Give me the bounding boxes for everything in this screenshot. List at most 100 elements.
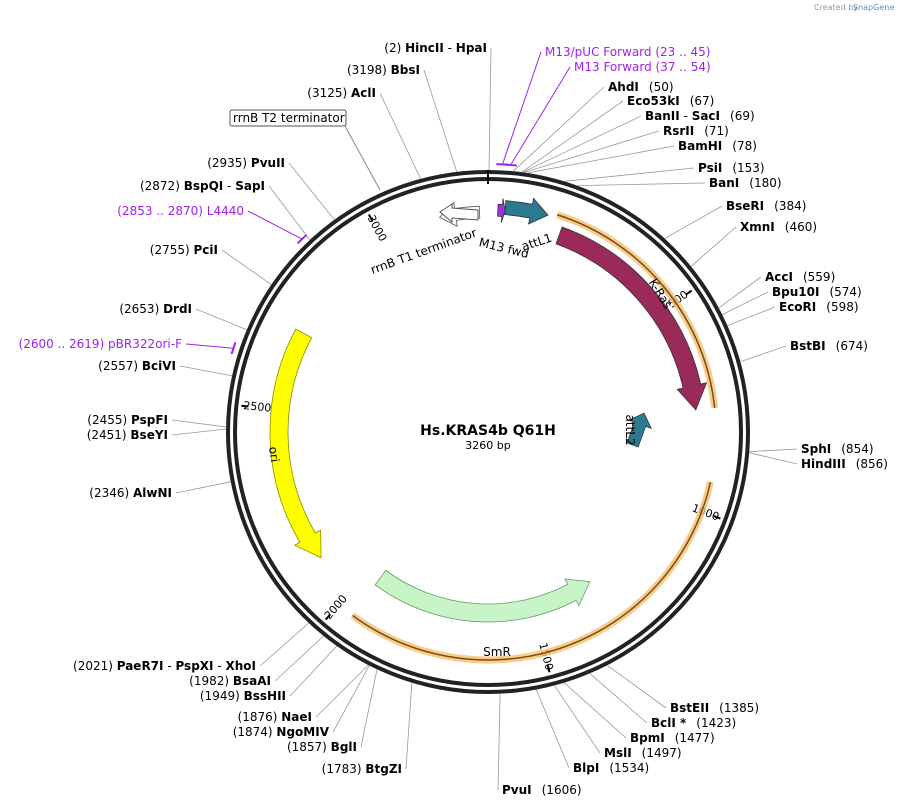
enzyme-label-bseyi: (2451) BseYI xyxy=(87,428,168,442)
enzyme-label-pcii: (2755) PciI xyxy=(150,243,218,257)
enzyme-site-bbsi: (3198) BbsI xyxy=(347,63,458,172)
enzyme-site-bsteii: BstEII(1385) xyxy=(606,665,759,715)
tick-label-2000: 2000 xyxy=(322,592,350,622)
enzyme-site-msli: MslI(1497) xyxy=(554,685,682,760)
enzyme-leader-ngomiv xyxy=(332,665,370,733)
enzyme-leader-pcii xyxy=(221,249,272,285)
enzyme-leader-sphi xyxy=(749,448,798,453)
orf-line-2 xyxy=(352,481,712,661)
enzyme-label-xmni: XmnI(460) xyxy=(740,220,817,234)
enzyme-leader-hincii xyxy=(488,47,492,171)
enzyme-leader-pvuii xyxy=(288,162,335,220)
feature-k-ras xyxy=(555,226,708,411)
enzyme-site-pcii: (2755) PciI xyxy=(150,243,272,285)
primer-pbr322ori-f: (2600 .. 2619) pBR322ori-F xyxy=(19,337,237,355)
orf-line-1 xyxy=(556,214,716,408)
enzyme-leader-pvui xyxy=(497,693,501,791)
enzyme-label-sphi: SphI(854) xyxy=(801,442,874,456)
tick-mark-1500 xyxy=(546,665,551,673)
enzyme-leader-pspfi xyxy=(171,419,227,428)
enzyme-label-banii: BanII - SacI(69) xyxy=(645,109,755,123)
enzyme-site-bcli: BclI *(1423) xyxy=(589,673,736,730)
enzyme-label-bbsi: (3198) BbsI xyxy=(347,63,420,77)
enzyme-site-bsshii: (1949) BssHII xyxy=(200,645,338,703)
enzyme-label-alwni: (2346) AlwNI xyxy=(89,486,172,500)
enzyme-label-bgli: (1857) BglI xyxy=(287,740,357,754)
feature-label-attl2: attL2 xyxy=(623,414,637,445)
tick-label-2500: 2500 xyxy=(243,399,272,415)
feature-terminator-outline xyxy=(439,203,479,224)
enzyme-leader-bseri xyxy=(664,205,723,239)
feature-attl2 xyxy=(626,412,652,448)
map-length: 3260 bp xyxy=(465,439,510,452)
rrnb-t2-box xyxy=(229,109,347,127)
enzyme-label-bstbi: BstBI(674) xyxy=(790,339,868,353)
enzyme-label-msli: MslI(1497) xyxy=(604,746,682,760)
orf-arcs xyxy=(350,211,719,664)
enzyme-site-sphi: SphI(854) xyxy=(749,442,874,456)
feature-ori xyxy=(269,328,322,559)
enzyme-leader-hindiii xyxy=(749,452,798,465)
enzyme-site-bseri: BseRI(384) xyxy=(664,199,806,239)
enzyme-site-pspfi: (2455) PspFI xyxy=(87,413,227,428)
enzyme-leader-bcli xyxy=(589,673,648,724)
primer-leader-l4440 xyxy=(247,210,303,240)
enzyme-label-bcivi: (2557) BciVI xyxy=(98,359,176,373)
tick-mark-2500 xyxy=(241,404,249,408)
enzyme-site-ecori: EcoRI(598) xyxy=(727,300,859,326)
enzyme-site-bamhi: BamHI(78) xyxy=(527,139,757,174)
enzyme-label-drdi: (2653) DrdI xyxy=(119,302,192,316)
primer-mark-pbr322ori-f xyxy=(230,342,237,355)
primer-m13-puc-forward: M13/pUC Forward (23 .. 45) xyxy=(496,45,711,166)
enzyme-label-bamhi: BamHI(78) xyxy=(678,139,757,153)
enzyme-leader-btgzi xyxy=(405,682,413,770)
tick-mark-3000 xyxy=(367,214,374,222)
enzyme-site-banii: BanII - SacI(69) xyxy=(522,109,755,173)
feature-label-smr: SmR xyxy=(483,645,511,659)
primer-label-m13-forward: M13 Forward (37 .. 54) xyxy=(574,60,711,74)
enzyme-site-hincii: (2) HincII - HpaI xyxy=(384,41,492,171)
primer-m13-forward: M13 Forward (37 .. 54) xyxy=(504,60,711,167)
primer-mark-m13-forward xyxy=(504,163,517,167)
enzyme-label-ahdi: AhdI(50) xyxy=(608,80,674,94)
enzyme-leader-bani xyxy=(577,182,706,187)
enzyme-leader-bpmi xyxy=(563,682,627,739)
primer-label-l4440: (2853 .. 2870) L4440 xyxy=(117,204,244,218)
enzyme-leader-bcivi xyxy=(179,365,233,377)
enzyme-site-alwni: (2346) AlwNI xyxy=(89,481,231,500)
rrnb-t2-label: rrnB T2 terminator xyxy=(233,111,345,125)
tick-label-3000: 3000 xyxy=(365,213,390,244)
enzyme-site-hindiii: HindIII(856) xyxy=(749,452,888,471)
primer-mark-l4440 xyxy=(296,234,308,245)
credit-text: Created by xyxy=(814,3,858,12)
enzyme-leader-bseyi xyxy=(171,428,227,436)
enzyme-label-psii: PsiI(153) xyxy=(698,161,765,175)
enzyme-leader-bspqi xyxy=(268,185,311,241)
primer-l4440: (2853 .. 2870) L4440 xyxy=(117,204,308,245)
enzyme-site-bstbi: BstBI(674) xyxy=(740,339,868,363)
enzyme-site-bani: BanI(180) xyxy=(577,176,782,190)
enzyme-leader-acci xyxy=(718,276,762,309)
enzyme-site-bsaai: (1982) BsaAI xyxy=(189,635,324,688)
enzyme-site-bspqi: (2872) BspQI - SapI xyxy=(140,179,311,241)
enzyme-label-btgzi: (1783) BtgZI xyxy=(322,762,402,776)
enzyme-site-bgli: (1857) BglI xyxy=(287,669,378,754)
enzyme-label-bani: BanI(180) xyxy=(709,176,782,190)
enzyme-label-ngomiv: (1874) NgoMIV xyxy=(233,725,330,739)
enzyme-label-bspqi: (2872) BspQI - SapI xyxy=(140,179,265,193)
enzyme-label-bcli: BclI *(1423) xyxy=(651,716,736,730)
enzyme-leader-rsrii xyxy=(523,130,660,173)
enzyme-label-blpi: BlpI(1534) xyxy=(573,761,649,775)
enzyme-leader-bbsi xyxy=(423,69,458,172)
enzyme-site-bcivi: (2557) BciVI xyxy=(98,359,233,377)
enzyme-label-hindiii: HindIII(856) xyxy=(801,457,888,471)
primer-leader-m13-forward xyxy=(510,66,571,166)
enzyme-leader-naei xyxy=(315,664,369,718)
snapgene-brand: SnapGene xyxy=(853,3,894,12)
enzyme-leader-blpi xyxy=(535,689,570,769)
enzyme-site-paer7i: (2021) PaeR7I - PspXI - XhoI xyxy=(73,622,309,673)
enzyme-label-rsrii: RsrII(71) xyxy=(663,124,729,138)
primer-label-pbr322ori-f: (2600 .. 2619) pBR322ori-F xyxy=(19,337,183,351)
